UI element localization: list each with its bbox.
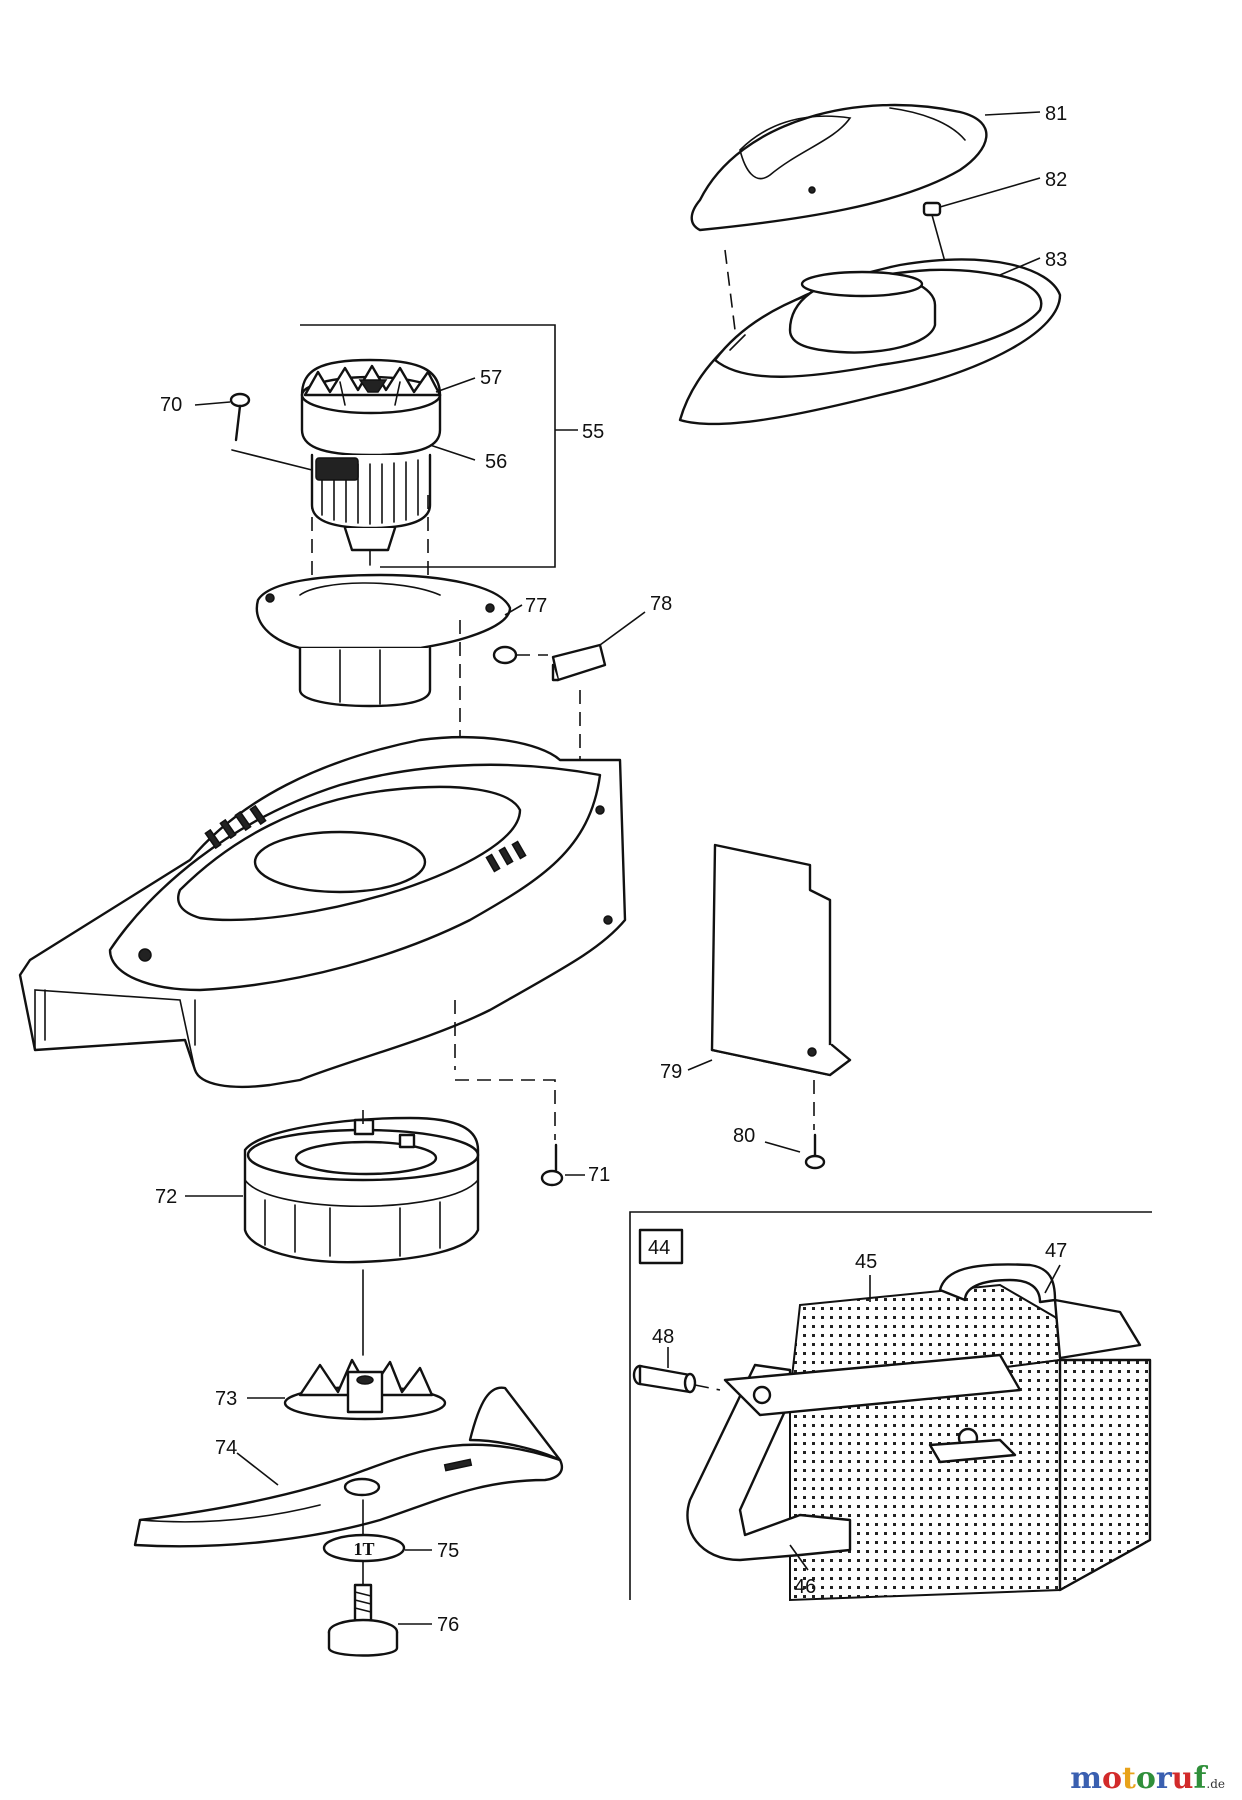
watermark-letter-5: u <box>1172 1761 1194 1796</box>
callout-46: 46 <box>794 1576 816 1598</box>
motor-assembly-bracket <box>300 324 556 568</box>
callout-83: 83 <box>1045 249 1067 271</box>
callout-55: 55 <box>582 421 604 443</box>
callout-78: 78 <box>650 593 672 615</box>
baffle-plate-part <box>710 843 852 1077</box>
callout-80: 80 <box>733 1125 755 1147</box>
watermark-letter-2: t <box>1122 1761 1136 1796</box>
catcher-frame-part <box>686 1353 1022 1562</box>
motor-cover-base-part <box>678 249 1062 426</box>
motor-mount-part <box>255 573 512 708</box>
callout-71: 71 <box>588 1164 610 1186</box>
watermark-letter-3: o <box>1136 1761 1156 1796</box>
deck-screw-part <box>540 1143 564 1187</box>
watermark-letter-6: f <box>1193 1761 1208 1796</box>
baffle-screw-part <box>804 1133 826 1170</box>
callout-79: 79 <box>660 1061 682 1083</box>
callout-48: 48 <box>652 1326 674 1348</box>
watermark-tld: .de <box>1206 1777 1225 1791</box>
watermark-letter-1: o <box>1102 1761 1122 1796</box>
motor-fan-part <box>303 364 442 406</box>
washer-mark: 1T <box>353 1539 374 1559</box>
blade-housing-part <box>243 1116 480 1264</box>
grass-catcher-bracket <box>629 1211 1152 1600</box>
callout-45: 45 <box>855 1251 877 1273</box>
callout-73: 73 <box>215 1388 237 1410</box>
callout-81: 81 <box>1045 103 1067 125</box>
blade-bolt-part <box>327 1583 399 1657</box>
callout-76: 76 <box>437 1614 459 1636</box>
callout-72: 72 <box>155 1186 177 1208</box>
mower-deck-part <box>18 736 627 1089</box>
callout-56: 56 <box>485 451 507 473</box>
callout-44: 44 <box>648 1237 670 1259</box>
watermark-letter-0: m <box>1070 1761 1102 1796</box>
fan-impeller-part <box>283 1358 447 1421</box>
motor-hood-part <box>690 103 988 232</box>
clip-part <box>492 643 607 682</box>
callout-70: 70 <box>160 394 182 416</box>
callout-74: 74 <box>215 1437 237 1459</box>
callout-47: 47 <box>1045 1240 1067 1262</box>
callout-75: 75 <box>437 1540 459 1562</box>
watermark-letter-4: r <box>1156 1761 1173 1796</box>
catcher-axle-part <box>632 1364 721 1394</box>
callout-82: 82 <box>1045 169 1067 191</box>
callout-57: 57 <box>480 367 502 389</box>
callout-44-box <box>638 1228 684 1265</box>
washer-part: 1T <box>322 1533 406 1563</box>
brand-watermark: motoruf.de <box>1070 1761 1225 1796</box>
cutting-blade-part <box>133 1386 564 1548</box>
motor-screw-part <box>229 392 313 471</box>
callout-77: 77 <box>525 595 547 617</box>
